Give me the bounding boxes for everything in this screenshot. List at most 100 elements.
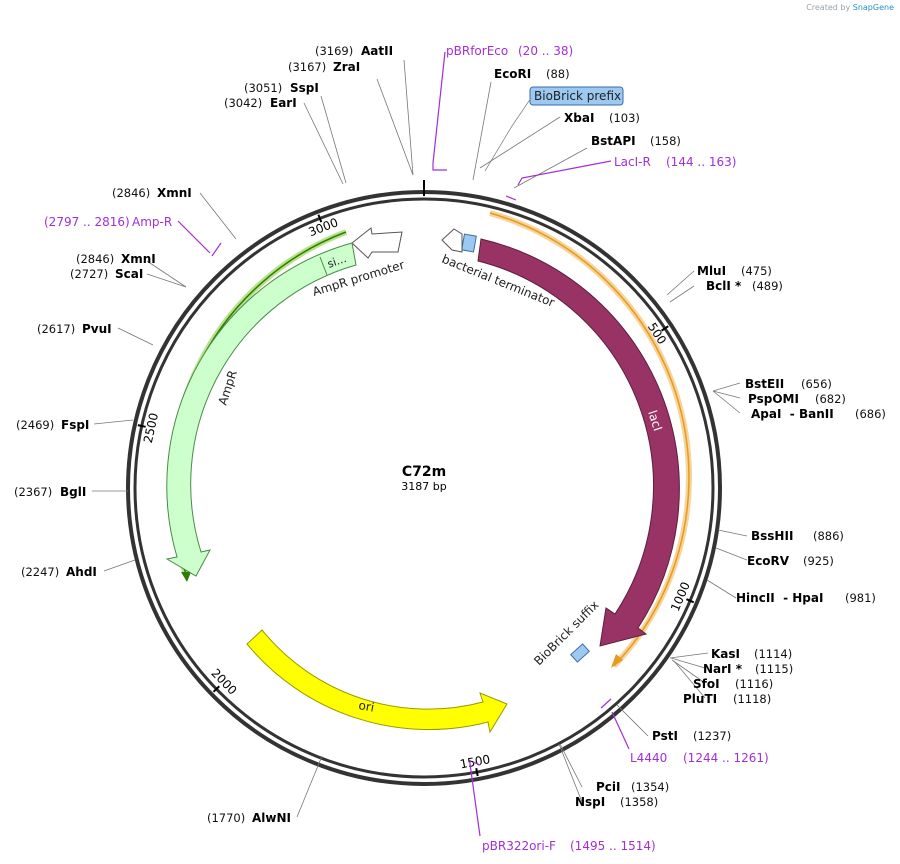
site-fspi-pos: (2469) (16, 418, 54, 432)
site-bsteii-pos: (656) (801, 377, 832, 391)
primer-l4440-range: (1244 .. 1261) (683, 751, 769, 765)
site-pluti[interactable]: PluTI (683, 692, 717, 706)
site-pspomi-pos: (682) (815, 392, 846, 406)
site-ecori[interactable]: EcoRI (494, 67, 531, 81)
site-psti[interactable]: PstI (652, 729, 678, 743)
site-aatii[interactable]: AatII (361, 44, 393, 58)
lacI-orf-line (489, 212, 690, 667)
primer-amp-r-range: (2797 .. 2816) (44, 215, 130, 229)
snapgene-watermark: Created by SnapGene (806, 3, 894, 12)
ori-feature[interactable] (246, 629, 508, 734)
primer-laci-r-range: (144 .. 163) (666, 155, 736, 169)
bacterial-terminator-feature[interactable] (441, 228, 463, 253)
site-zrai-pos: (3167) (288, 60, 326, 74)
site-scai-pos: (2846) (76, 252, 114, 266)
ori-label: ori (357, 698, 375, 714)
primer-marks (177, 51, 630, 837)
site-hincii-hpai[interactable]: HincII - HpaI (736, 591, 823, 605)
site-nspi[interactable]: NspI (575, 795, 605, 809)
site-apai-banii[interactable]: ApaI - BanII (751, 407, 834, 421)
tick-2500 (137, 424, 146, 428)
tick-500 (661, 325, 669, 332)
site-kasi[interactable]: KasI (711, 647, 740, 661)
site-bstapi[interactable]: BstAPI (591, 134, 636, 148)
site-ahdi[interactable]: AhdI (66, 565, 97, 579)
biobrick-prefix-label: BioBrick prefix (534, 89, 621, 103)
site-sspi-pos: (3051) (244, 81, 282, 95)
site-pvui[interactable]: PvuI (82, 322, 112, 336)
site-bgli-pos: (2367) (14, 485, 52, 499)
site-leaders (92, 59, 748, 818)
signal-sequence-divider (319, 256, 328, 276)
biobrick-prefix-badge[interactable] (529, 86, 624, 106)
site-xmni[interactable]: XmnI (157, 186, 192, 200)
signal-sequence-label: si... (326, 252, 349, 271)
site-xbai[interactable]: XbaI (564, 111, 594, 125)
site-psti-pos: (1237) (693, 729, 731, 743)
site-sspi[interactable]: SspI (290, 81, 319, 95)
site-ecori-pos: (88) (546, 67, 570, 81)
primer-amp-r[interactable]: Amp-R (132, 215, 172, 229)
primer-laci-r[interactable]: LacI-R (614, 155, 651, 169)
restriction-site-labels: (3169) AatII (3167) ZraI (3051) SspI (30… (14, 44, 886, 825)
biobrick-prefix-feature[interactable] (461, 233, 477, 253)
site-pspomi[interactable]: PspOMI (748, 392, 799, 406)
primer-l4440[interactable]: L4440 (630, 751, 667, 765)
primer-pbr322ori-f[interactable]: pBR322ori-F (482, 839, 556, 853)
site-pcii[interactable]: PciI (596, 780, 621, 794)
site-zrai[interactable]: ZraI (333, 60, 360, 74)
site-xbai-pos: (103) (609, 111, 640, 125)
plasmid-name: C72m (402, 464, 446, 480)
site-bsteii[interactable]: BstEII (745, 377, 784, 391)
site-eari[interactable]: EarI (270, 96, 297, 110)
tick-label-1500: 1500 (459, 752, 492, 771)
ampR-orf-arrowhead (181, 572, 191, 582)
site-mlui-pos: (475) (741, 264, 772, 278)
site-bcli[interactable]: BclI * (706, 279, 742, 293)
lacI-label: lacI (645, 409, 665, 433)
primer-labels: pBRforEco (20 .. 38) LacI-R (144 .. 163)… (44, 44, 769, 853)
primer-pbr322ori-f-range: (1495 .. 1514) (570, 839, 656, 853)
site-mlui[interactable]: MluI (697, 264, 726, 278)
site-alwni[interactable]: AlwNI (252, 811, 291, 825)
tick-2000 (212, 685, 220, 693)
site-pluti-pos: (1118) (733, 692, 771, 706)
site-fspi[interactable]: FspI (61, 418, 89, 432)
site-bsshii-pos: (886) (813, 529, 844, 543)
biobrick-suffix-feature[interactable] (570, 643, 590, 663)
plasmid-length: 3187 bp (401, 480, 446, 493)
site-nari-pos: (1115) (755, 662, 793, 676)
tick-1500 (475, 767, 479, 777)
lacI-orf-arrowhead (611, 654, 623, 668)
site-tati-pos: (2727) (70, 267, 108, 281)
site-nspi-pos: (1358) (620, 795, 658, 809)
site-bgli[interactable]: BglI (60, 485, 86, 499)
lacI-feature[interactable] (477, 238, 680, 647)
site-bsshii[interactable]: BssHII (751, 529, 793, 543)
primer-pbrforeco[interactable]: pBRforEco (446, 44, 508, 58)
site-sfoi-pos: (1116) (735, 677, 773, 691)
ampR-promoter-feature[interactable] (351, 227, 403, 259)
biobrick-suffix-label: BioBrick suffix (531, 598, 601, 668)
site-ecorv-pos: (925) (803, 554, 834, 568)
ampR-feature[interactable] (165, 242, 357, 577)
tick-label-2500: 2500 (141, 412, 161, 445)
site-ecorv[interactable]: EcoRV (747, 554, 790, 568)
backbone-inner (133, 197, 715, 779)
site-kasi-pos: (1114) (754, 647, 792, 661)
tick-label-1000: 1000 (668, 580, 693, 614)
tick-3000 (317, 214, 323, 223)
site-tati[interactable]: ScaI (115, 267, 143, 281)
primer-pbrforeco-range: (20 .. 38) (518, 44, 573, 58)
tick-1000 (686, 598, 695, 604)
site-alwni-pos: (1770) (207, 811, 245, 825)
site-bcli-pos: (489) (752, 279, 783, 293)
site-sfoi[interactable]: SfoI (693, 677, 720, 691)
site-aatii-pos: (3169) (315, 44, 353, 58)
site-pcii-pos: (1354) (631, 780, 669, 794)
site-scai[interactable]: XmnI (121, 252, 156, 266)
site-hincii-hpai-pos: (981) (845, 591, 876, 605)
biobrick-prefix-leader (484, 97, 532, 172)
site-nari[interactable]: NarI * (703, 662, 743, 676)
